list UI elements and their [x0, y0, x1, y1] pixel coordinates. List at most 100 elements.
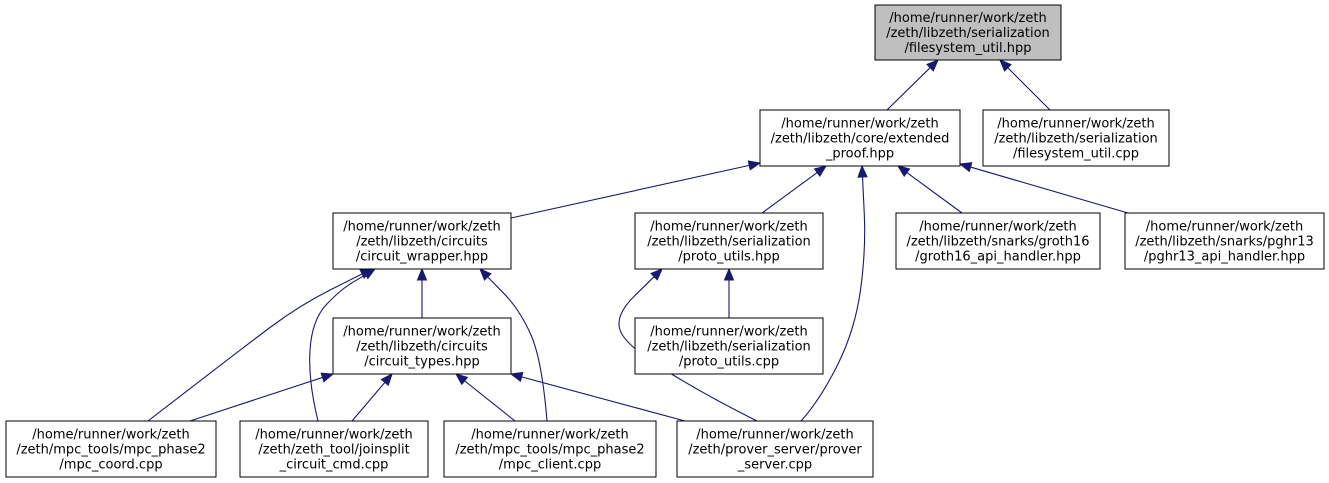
node-box [239, 420, 429, 478]
edge-proto_utils_cpp-to-proto_utils_hpp [723, 267, 735, 318]
node-label-line: /zeth/libzeth/serialization [886, 26, 1050, 41]
edge-mpc_client_cpp-to-circuit_types_hpp [454, 373, 516, 422]
arrowhead-icon [926, 59, 939, 72]
node-box [759, 109, 961, 167]
edge-line [970, 166, 1129, 214]
node-label-line: /zeth/libzeth/serialization [647, 235, 811, 250]
edge-line [309, 274, 366, 422]
node-label-line: /home/runner/work/zeth [32, 428, 189, 443]
edges-layer [147, 59, 1129, 422]
node-groth16-api-handler-hpp[interactable]: /home/runner/work/zeth/zeth/libzeth/snar… [895, 212, 1101, 270]
node-label-line: /proto_utils.cpp [679, 355, 779, 370]
arrowhead-icon [509, 371, 524, 383]
edge-line [761, 172, 818, 214]
edge-mpc_coord_cpp-to-circuit_types_hpp [189, 372, 335, 422]
edge-line [510, 164, 750, 219]
node-label-line: /home/runner/work/zeth [650, 325, 807, 340]
node-filesystem-util-hpp[interactable]: /home/runner/work/zeth/zeth/libzeth/seri… [874, 4, 1062, 61]
node-label-line: /circuit_types.hpp [364, 355, 479, 370]
nodes-layer: /home/runner/work/zeth/zeth/libzeth/seri… [5, 4, 1325, 478]
edge-line [906, 172, 963, 214]
node-label-line: /zeth/prover_server/prover [688, 443, 862, 458]
node-label-line: /home/runner/work/zeth [696, 428, 853, 443]
node-box [982, 109, 1170, 167]
node-label-line: _proof.hpp [825, 147, 894, 162]
node-label-line: /zeth/libzeth/serialization [994, 132, 1158, 147]
node-joinsplit-circuit-cmd-cpp[interactable]: /home/runner/work/zeth/zeth/zeth_tool/jo… [239, 420, 429, 478]
arrowhead-icon [999, 59, 1012, 72]
node-proto-utils-cpp[interactable]: /home/runner/work/zeth/zeth/libzeth/seri… [634, 317, 824, 375]
edge-circuit_types_hpp-to-circuit_wrapper_hpp [416, 267, 428, 318]
node-label-line: /home/runner/work/zeth [1146, 220, 1303, 235]
node-label-line: /home/runner/work/zeth [997, 117, 1154, 132]
edge-joinsplit_circuit_cmd_cpp-to-circuit_wrapper_hpp [309, 268, 377, 422]
arrowhead-icon [896, 165, 911, 178]
arrowhead-icon [813, 165, 828, 178]
node-circuit-types-hpp[interactable]: /home/runner/work/zeth/zeth/libzeth/circ… [332, 317, 512, 375]
node-label-line: /zeth/zeth_tool/joinsplit [258, 443, 409, 458]
node-circuit-wrapper-hpp[interactable]: /home/runner/work/zeth/zeth/libzeth/circ… [332, 212, 512, 270]
node-label-line: _server.cpp [737, 458, 812, 473]
edge-line [189, 376, 323, 422]
node-label-line: /proto_utils.hpp [678, 250, 779, 265]
edge-line [487, 276, 548, 422]
node-label-line: /pghr13_api_handler.hpp [1144, 250, 1305, 265]
arrowhead-icon [857, 164, 868, 178]
node-label-line: /filesystem_util.cpp [1013, 147, 1139, 162]
node-label-line: /home/runner/work/zeth [471, 428, 628, 443]
node-label-line: /circuit_wrapper.hpp [356, 250, 488, 265]
node-box [676, 420, 874, 478]
edge-line [800, 176, 866, 422]
edge-filesystem_util_cpp-to-filesystem_util_hpp [999, 59, 1051, 111]
node-box [332, 317, 512, 375]
edge-line [1007, 67, 1051, 111]
edge-extended_proof_hpp-to-filesystem_util_hpp [886, 59, 939, 111]
node-label-line: /zeth/libzeth/snarks/pghr13 [1135, 235, 1314, 250]
node-label-line: /home/runner/work/zeth [343, 220, 500, 235]
node-mpc-coord-cpp[interactable]: /home/runner/work/zeth/zeth/mpc_tools/mp… [5, 420, 217, 478]
edge-line [521, 376, 686, 422]
node-label-line: /home/runner/work/zeth [255, 428, 412, 443]
arrowhead-icon [320, 372, 335, 383]
arrowhead-icon [362, 268, 377, 280]
arrowhead-icon [650, 268, 663, 281]
node-label-line: /groth16_api_handler.hpp [915, 250, 1081, 265]
node-label-line: /zeth/libzeth/core/extended [771, 132, 950, 147]
node-prover-server-cpp[interactable]: /home/runner/work/zeth/zeth/prover_serve… [676, 420, 874, 478]
node-box [5, 420, 217, 478]
arrowhead-icon [454, 373, 469, 386]
node-label-line: /zeth/libzeth/snarks/groth16 [906, 235, 1089, 250]
node-box [332, 212, 512, 270]
edge-groth16_api_handler_hpp-to-extended_proof_hpp [896, 165, 963, 214]
edge-line [147, 273, 363, 422]
node-label-line: /zeth/mpc_tools/mpc_phase2 [455, 443, 644, 458]
arrowhead-icon [380, 372, 393, 387]
edge-circuit_wrapper_hpp-to-extended_proof_hpp [510, 160, 762, 219]
node-box [874, 4, 1062, 61]
arrowhead-icon [723, 267, 735, 281]
arrowhead-icon [479, 268, 492, 281]
node-proto-utils-hpp[interactable]: /home/runner/work/zeth/zeth/libzeth/seri… [634, 212, 824, 270]
node-filesystem-util-cpp[interactable]: /home/runner/work/zeth/zeth/libzeth/seri… [982, 109, 1170, 167]
edge-prover_server_cpp-to-extended_proof_hpp [800, 164, 868, 422]
arrowhead-icon [958, 162, 973, 173]
node-box [634, 317, 824, 375]
node-box [634, 212, 824, 270]
node-label-line: /home/runner/work/zeth [781, 117, 938, 132]
node-pghr13-api-handler-hpp[interactable]: /home/runner/work/zeth/zeth/libzeth/snar… [1124, 212, 1325, 270]
edge-line [886, 67, 931, 111]
edge-mpc_client_cpp-to-circuit_wrapper_hpp [479, 268, 548, 422]
node-box [1124, 212, 1325, 270]
node-label-line: /mpc_client.cpp [499, 458, 601, 473]
node-label-line: /zeth/libzeth/circuits [356, 235, 488, 250]
node-label-line: /zeth/mpc_tools/mpc_phase2 [16, 443, 205, 458]
node-label-line: /zeth/libzeth/serialization [647, 340, 811, 355]
node-label-line: /home/runner/work/zeth [889, 11, 1046, 26]
node-label-line: /zeth/libzeth/circuits [356, 340, 488, 355]
node-extended-proof-hpp[interactable]: /home/runner/work/zeth/zeth/libzeth/core… [759, 109, 961, 167]
node-label-line: _circuit_cmd.cpp [279, 458, 389, 473]
edge-prover_server_cpp-to-circuit_types_hpp [509, 371, 686, 422]
node-mpc-client-cpp[interactable]: /home/runner/work/zeth/zeth/mpc_tools/mp… [443, 420, 657, 478]
node-box [443, 420, 657, 478]
edge-joinsplit_circuit_cmd_cpp-to-circuit_types_hpp [351, 372, 393, 422]
